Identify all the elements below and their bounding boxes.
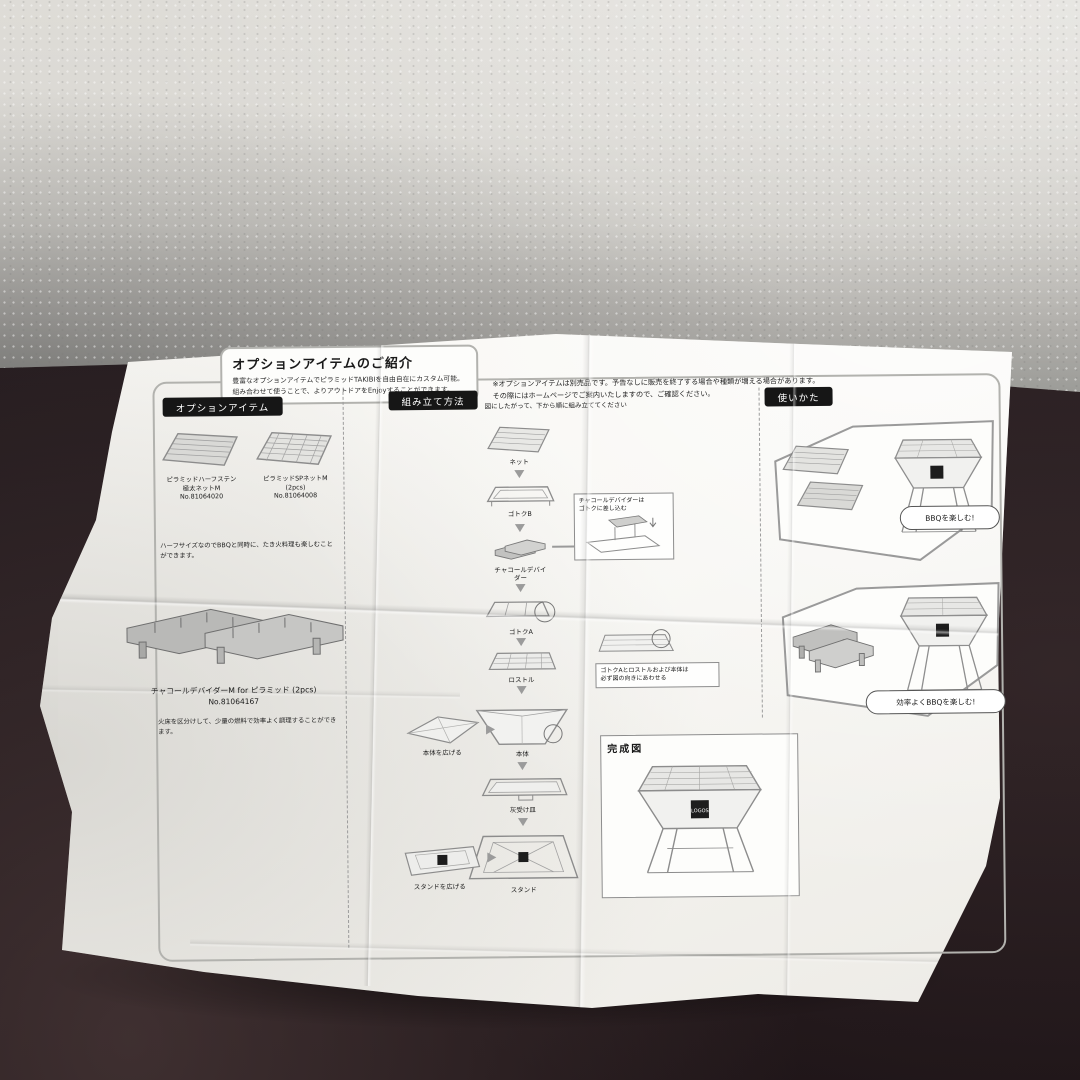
body-flat-illustration xyxy=(406,716,480,744)
assembly-instruction: 図にしたがって、下から順に組み立ててください xyxy=(484,400,627,411)
page-title: オプションアイテムのご紹介 xyxy=(232,356,413,374)
divider-step-illustration xyxy=(494,539,546,560)
assembly-heading-label: 組み立て方法 xyxy=(388,390,478,411)
orientation-callout: ゴトクAとロストルおよび本体は 必ず図の向きにあわせる xyxy=(595,626,720,689)
usage-net-illustration xyxy=(782,445,850,475)
options-heading-pill: オプションアイテム xyxy=(162,396,283,417)
down-arrow-icon xyxy=(515,584,526,593)
step-label: 灰受け皿 xyxy=(509,805,536,815)
right-arrow-icon xyxy=(487,852,497,863)
usage-panel-bbq xyxy=(767,415,1001,567)
step-label: スタンド xyxy=(510,885,537,895)
half-net-illustration xyxy=(162,432,239,466)
expand-stand-figure: スタンドを広げる xyxy=(395,836,484,891)
down-arrow-icon xyxy=(516,638,527,647)
brand-mark: LOGOS xyxy=(691,808,709,814)
assembly-step-net: ネット xyxy=(486,424,552,467)
usage-label-bbq: BBQを楽しむ! xyxy=(899,505,1000,531)
step-label: チャコールデバイダー xyxy=(494,565,547,583)
option-products-row: ピラミッドハーフステン 極太ネットM No.81064020 ピラミッドSPネッ… xyxy=(157,428,340,502)
completed-grill-illustration: LOGOS xyxy=(637,765,762,874)
usage-heading-pill: 使いかた xyxy=(764,386,833,407)
product-name: ピラミッドハーフステン xyxy=(166,475,237,484)
assembly-step-gotoku-a: ゴトクA xyxy=(483,596,559,637)
wall-background xyxy=(0,0,1080,392)
orientation-callout-box: ゴトクAとロストルおよび本体は 必ず図の向きにあわせる xyxy=(595,662,720,689)
assembly-step-body: 本体 xyxy=(473,698,572,759)
usage-label-text: 効率よくBBQを楽しむ! xyxy=(896,696,976,707)
charcoal-divider-caption: 火床を区分けして、少量の燃料で効率よく調理することができます。 xyxy=(157,716,337,736)
stand-flat-illustration xyxy=(404,845,481,876)
assembly-step-divider: チャコールデバイダー xyxy=(491,536,549,583)
expand-body-figure: 本体を広げる xyxy=(402,709,482,758)
completed-figure-label: 完成図 xyxy=(607,743,644,756)
charcoal-divider-illustration xyxy=(126,608,344,664)
options-heading-label: オプションアイテム xyxy=(162,396,283,417)
product-number: No.81064020 xyxy=(179,492,224,501)
down-arrow-icon xyxy=(514,470,525,479)
right-arrow-icon xyxy=(485,724,496,735)
stand-illustration xyxy=(468,834,579,880)
ashpan-illustration xyxy=(481,778,568,801)
option-nets-caption: ハーフサイズなのでBBQと同時に、たき火料理も楽しむことができます。 xyxy=(160,540,333,560)
assembly-step-gotoku-b: ゴトクB xyxy=(483,484,555,519)
divider-callout-box: チャコールデバイダーは ゴトクに差し込む xyxy=(573,492,675,561)
divider-insert-sketch xyxy=(585,515,661,553)
expand-stand-label: スタンドを広げる xyxy=(413,882,466,892)
usage-divider-illustration xyxy=(792,624,874,673)
callout-connector-line xyxy=(552,545,575,548)
down-arrow-icon xyxy=(516,686,527,695)
usage-label-efficient-bbq: 効率よくBBQを楽しむ! xyxy=(865,689,1006,715)
assembly-heading-pill: 組み立て方法 xyxy=(388,390,478,411)
completed-figure-box: 完成図 LOGOS xyxy=(600,733,800,899)
sp-net-illustration xyxy=(256,431,333,465)
rostle-illustration xyxy=(488,652,557,671)
usage-label-text: BBQを楽しむ! xyxy=(925,512,975,523)
expand-body-label: 本体を広げる xyxy=(422,748,462,758)
step-label: ゴトクB xyxy=(507,509,532,519)
usage-net-illustration xyxy=(796,481,864,511)
body-illustration xyxy=(475,708,569,746)
down-arrow-icon xyxy=(517,762,528,771)
usage-grill-illustration xyxy=(899,596,989,691)
step-label: 本体 xyxy=(515,750,529,759)
product-name: ピラミッドSPネットM xyxy=(263,474,328,483)
assembly-step-stand: スタンド xyxy=(467,829,580,894)
product-number: No.81064008 xyxy=(273,491,318,500)
step-label: ロストル xyxy=(508,675,535,685)
step-label: ネット xyxy=(509,457,530,467)
step-label: ゴトクA xyxy=(508,627,534,637)
gotoku-b-illustration xyxy=(486,486,555,507)
printed-content: オプションアイテムのご紹介 豊富なオプションアイテムでピラミッドTAKIBIを自… xyxy=(126,337,1015,974)
usage-heading-label: 使いかた xyxy=(764,386,833,407)
down-arrow-icon xyxy=(517,818,529,827)
assembly-step-ashpan: 灰受け皿 xyxy=(477,774,569,815)
callout-text-line2: 必ず図の向きにあわせる xyxy=(600,674,667,683)
product-card-half-net: ピラミッドハーフステン 極太ネットM No.81064020 xyxy=(157,429,246,502)
assembly-step-rostle: ロストル xyxy=(485,650,557,685)
product-card-sp-net: ピラミッドSPネットM (2pcs) No.81064008 xyxy=(251,428,340,501)
orientation-sketch xyxy=(598,629,675,652)
net-step-illustration xyxy=(487,426,550,453)
down-arrow-icon xyxy=(514,524,525,533)
gotoku-a-illustration xyxy=(485,601,556,623)
